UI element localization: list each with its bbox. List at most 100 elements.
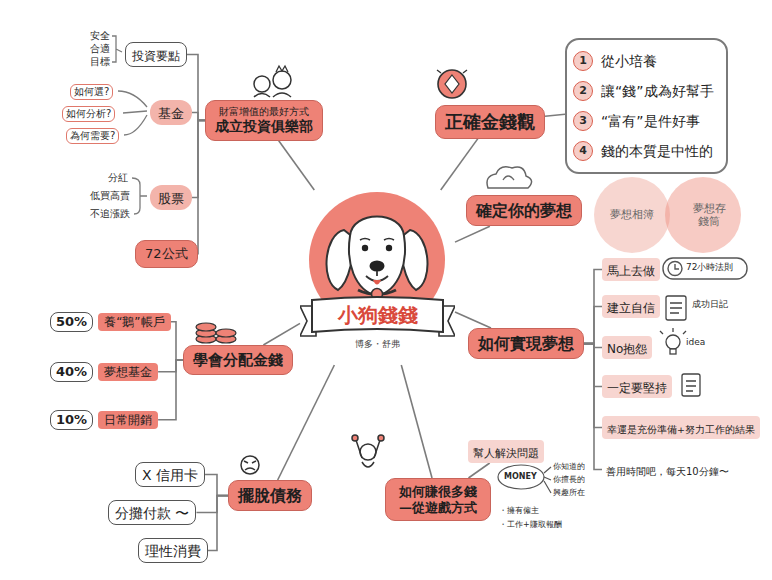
- branch-line: [171, 322, 183, 360]
- callout-number: 3: [573, 111, 593, 131]
- node-text: 學會分配金錢: [193, 351, 283, 369]
- branch-box: 學會分配金錢: [183, 345, 293, 375]
- checklist-icon: [686, 381, 696, 391]
- clock-icon: [663, 258, 747, 279]
- annotation-text: 72小時法則: [686, 262, 733, 273]
- node-text: 夢想基金: [98, 363, 158, 381]
- branch-line: [196, 496, 228, 513]
- annotation-text: 分紅: [108, 172, 128, 184]
- dog-illustration: [362, 245, 368, 251]
- node-text: 讓“錢”成為好幫手: [601, 76, 714, 106]
- node-text: X 信用卡: [142, 467, 198, 483]
- branch-box: 正確金錢觀: [435, 105, 545, 139]
- angry-face-icon: [241, 456, 259, 474]
- clock-icon: [668, 262, 682, 276]
- item-box: No抱怨: [602, 336, 652, 359]
- annotation-text: ・工作+賺取報酬: [499, 520, 562, 530]
- branch-line: [263, 323, 300, 345]
- branch-line: [401, 365, 432, 478]
- coin-stack-icon: [196, 323, 216, 331]
- node-text: 財富增值的最好方式: [215, 106, 313, 118]
- dream-cloud-icon: [487, 167, 532, 188]
- branch-line: [455, 226, 490, 242]
- notebook-icon: [666, 296, 686, 320]
- annotation-text: 你擅長的: [553, 475, 585, 485]
- annotation-text: idea: [686, 337, 705, 348]
- branch-line: [584, 307, 602, 344]
- branch-line: [584, 344, 602, 428]
- node-text: No抱怨: [607, 342, 647, 356]
- bulb-icon: [670, 349, 676, 354]
- share-row: 10%日常開銷: [50, 410, 158, 430]
- branch-line: [584, 270, 602, 344]
- node-text: 股票: [158, 191, 184, 206]
- item-box: 一定要堅持: [602, 375, 672, 398]
- annotation-text: MONEY: [504, 472, 537, 482]
- node-text: 夢想存錢筒: [691, 202, 726, 228]
- node-text: 正確金錢觀: [445, 111, 535, 133]
- branch-line: [278, 365, 335, 480]
- money-diagram: [498, 465, 551, 493]
- bracket-lines: [112, 36, 122, 62]
- callout-number: 1: [573, 51, 593, 71]
- branch-box: 財富增值的最好方式成立投資俱樂部: [205, 100, 323, 141]
- branch-line: [545, 114, 565, 116]
- venn-circle: 夢想存錢筒: [665, 177, 741, 253]
- clock-icon: [675, 264, 679, 269]
- node-text: 72公式: [145, 246, 188, 262]
- node-text: 50%: [50, 312, 93, 332]
- cheering-person-icon: [352, 435, 358, 441]
- node-text: 成立投資俱樂部: [215, 118, 313, 135]
- coin-icon: [438, 70, 466, 98]
- node-text: 如何賺很多錢 —從遊戲方式: [395, 484, 481, 515]
- node-text: 小狗錢錢: [300, 303, 455, 327]
- annotation-text: 成功日記: [692, 299, 728, 310]
- branch-box: 如何實現夢想: [468, 328, 584, 359]
- people-icon: [254, 93, 291, 97]
- angry-face-icon: [241, 456, 259, 474]
- dog-illustration: [360, 239, 394, 241]
- node-text: 從小培養: [601, 46, 714, 76]
- share-row: 40% 夢想基金: [50, 362, 158, 382]
- people-icon: [276, 66, 288, 72]
- branch-line: [468, 463, 489, 478]
- cheering-person-icon: [352, 435, 384, 467]
- bulb-icon: [660, 328, 686, 334]
- dog-illustration: [366, 271, 388, 281]
- people-icon: [273, 71, 291, 89]
- money-diagram: [544, 467, 551, 493]
- node-text: 40%: [50, 362, 93, 382]
- annotation-text: 安全: [90, 30, 110, 42]
- annotation-text: ・擁有僱主: [499, 506, 539, 516]
- dog-illustration: [370, 261, 385, 272]
- annotation-text: 興趣所在: [553, 488, 585, 498]
- coin-icon: [437, 70, 467, 73]
- branch-box: 確定你的夢想: [466, 195, 582, 226]
- node-text: 投資要點: [132, 49, 180, 63]
- node-text: 10%: [50, 410, 93, 430]
- checklist-icon: [682, 374, 700, 396]
- branch-line: [455, 312, 491, 328]
- item-box: 分攤付款 〜: [108, 500, 196, 525]
- branch-line: [198, 120, 205, 253]
- notebook-icon: [666, 296, 686, 320]
- notebook-icon: [670, 303, 682, 313]
- node-text: 如何實現夢想: [478, 334, 574, 353]
- branch-line: [441, 139, 478, 190]
- item-box: 幸運是充份準備+努力工作的結果: [602, 416, 760, 439]
- bracket-lines: [118, 91, 147, 135]
- branch-line: [279, 141, 315, 190]
- dog-illustration: [349, 217, 405, 297]
- branch-box: 如何賺很多錢 —從遊戲方式: [385, 478, 491, 521]
- coin-icon: [437, 70, 467, 98]
- item-box: X 信用卡: [135, 462, 205, 487]
- topic-box: 72公式: [135, 240, 198, 268]
- branch-line: [584, 344, 602, 387]
- node-text: 基金: [158, 106, 184, 121]
- dog-illustration: [386, 245, 392, 251]
- node-text: “富有”是件好事: [601, 106, 714, 136]
- bulb-icon: [660, 328, 686, 354]
- annotation-text: 為何需要?: [66, 128, 119, 144]
- book-emblem: 小狗錢錢博多・舒弗: [300, 190, 455, 365]
